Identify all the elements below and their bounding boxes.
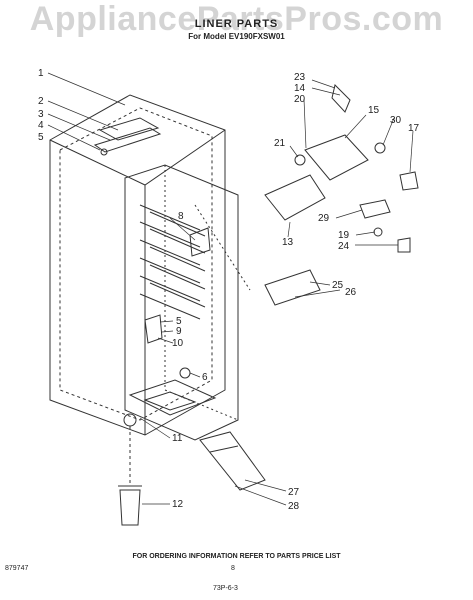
callout-5b: 5 bbox=[38, 132, 44, 143]
ordering-note: FOR ORDERING INFORMATION REFER TO PARTS … bbox=[132, 553, 341, 560]
page-number: 8 bbox=[231, 565, 235, 572]
callout-26: 26 bbox=[345, 287, 357, 298]
callout-13: 13 bbox=[282, 237, 294, 248]
date-code: 73P-6-3 bbox=[213, 585, 238, 592]
callout-28: 28 bbox=[288, 501, 300, 512]
callout-11: 11 bbox=[172, 433, 183, 444]
callout-30: 30 bbox=[390, 115, 402, 126]
callout-23: 23 bbox=[294, 72, 306, 83]
leader-lines bbox=[47, 72, 414, 506]
callout-14: 14 bbox=[294, 83, 306, 94]
callout-17: 17 bbox=[408, 123, 420, 134]
callout-27: 27 bbox=[288, 487, 300, 498]
callout-labels: 1 2 3 4 5 5 6 8 9 10 11 12 13 14 15 17 1… bbox=[38, 68, 420, 512]
callout-10: 10 bbox=[172, 338, 184, 349]
callout-12: 12 bbox=[172, 499, 184, 510]
callout-21: 21 bbox=[274, 138, 286, 149]
callout-4: 4 bbox=[38, 120, 44, 131]
callout-3: 3 bbox=[38, 109, 44, 120]
callout-29: 29 bbox=[318, 213, 330, 224]
callout-15: 15 bbox=[368, 105, 380, 116]
callout-9: 9 bbox=[176, 326, 182, 337]
watermark: AppliancePartsPros.com bbox=[29, 0, 444, 38]
model-number: For Model EV190FXSW01 bbox=[188, 32, 285, 41]
diagram-title: LINER PARTS bbox=[194, 18, 279, 30]
callout-1: 1 bbox=[38, 68, 44, 79]
callout-20: 20 bbox=[294, 94, 306, 105]
callout-5a: 5 bbox=[176, 316, 182, 327]
callout-19: 19 bbox=[338, 230, 350, 241]
callout-6: 6 bbox=[202, 372, 208, 383]
callout-8: 8 bbox=[178, 211, 184, 222]
callout-2: 2 bbox=[38, 96, 44, 107]
callout-24: 24 bbox=[338, 241, 350, 252]
cabinet-liner bbox=[49, 84, 419, 526]
document-number: 879747 bbox=[5, 565, 29, 572]
callout-25: 25 bbox=[332, 280, 344, 291]
